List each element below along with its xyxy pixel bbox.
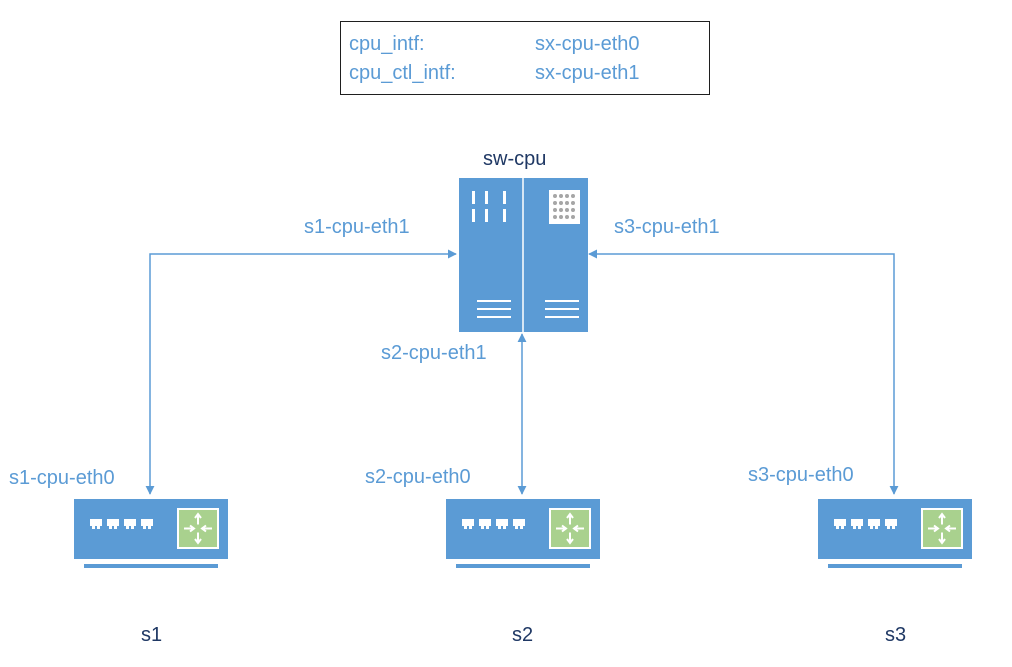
router-switch-icon bbox=[74, 499, 228, 568]
s1-cpu-port-label: s1-cpu-eth1 bbox=[304, 216, 410, 238]
interface-legend: cpu_intf: sx-cpu-eth0 cpu_ctl_intf: sx-cpu… bbox=[340, 21, 710, 95]
s3-local-port-label: s3-cpu-eth0 bbox=[748, 464, 854, 486]
s3-cpu-port-label: s3-cpu-eth1 bbox=[614, 216, 720, 238]
legend-key: cpu_intf: bbox=[349, 33, 425, 55]
server-icon bbox=[459, 178, 588, 332]
switch-icons bbox=[74, 499, 972, 568]
router-switch-icon bbox=[446, 499, 600, 568]
legend-key: cpu_ctl_intf: bbox=[349, 62, 456, 84]
legend-row-cpu-ctl-intf: cpu_ctl_intf: sx-cpu-eth1 bbox=[349, 61, 640, 85]
legend-value: sx-cpu-eth1 bbox=[535, 62, 640, 84]
router-switch-icon bbox=[818, 499, 972, 568]
link-s1-sw-cpu bbox=[145, 249, 457, 495]
sw-cpu-label: sw-cpu bbox=[483, 148, 547, 170]
link-s3-sw-cpu bbox=[588, 249, 899, 495]
s3-label: s3 bbox=[885, 624, 907, 646]
legend-value: sx-cpu-eth0 bbox=[535, 33, 640, 55]
s2-cpu-port-label: s2-cpu-eth1 bbox=[381, 342, 487, 364]
s1-local-port-label: s1-cpu-eth0 bbox=[9, 467, 115, 489]
legend-row-cpu-intf: cpu_intf: sx-cpu-eth0 bbox=[349, 32, 640, 56]
s2-label: s2 bbox=[512, 624, 534, 646]
s2-local-port-label: s2-cpu-eth0 bbox=[365, 466, 471, 488]
s1-label: s1 bbox=[141, 624, 163, 646]
